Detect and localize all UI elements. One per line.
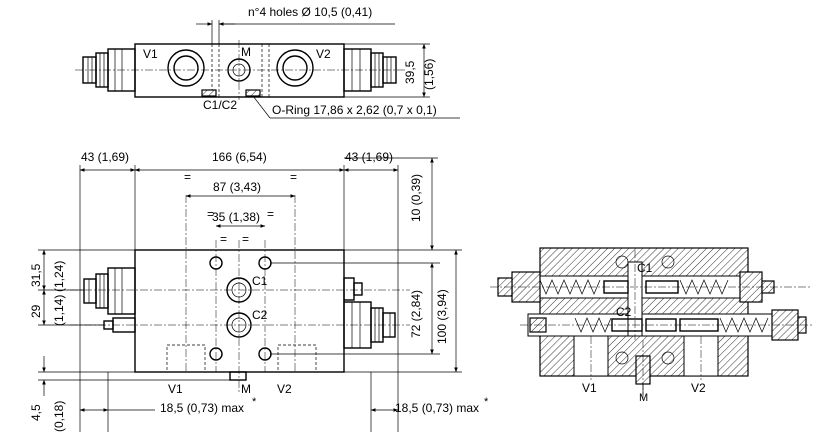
dim-foot-in: (0,18) [52, 401, 66, 432]
dim-max-right: 18,5 (0,73) max [395, 401, 479, 415]
eq-mark-1: = [184, 170, 191, 184]
front-right-cartridge [343, 277, 396, 349]
top-port-v1-outer [167, 49, 205, 87]
top-height-in: (1,56) [422, 59, 436, 90]
dim-ports: 35 (1,38) [212, 210, 260, 224]
eq-mark-3: = [207, 207, 214, 221]
top-view: n°4 holes Ø 10,5 (0,41) V1 V2 M C1/C2 O-… [75, 5, 460, 119]
top-port-v2-inner [282, 55, 308, 81]
section-view: C1 C2 V1 V2 M [490, 247, 812, 404]
eq-mark-6: = [242, 232, 249, 246]
asterisk-left: * [252, 396, 257, 408]
eq-mark-4: = [267, 207, 274, 221]
dim-hole-spacing: 72 (2,84) [409, 290, 423, 338]
section-label-v2: V2 [691, 381, 706, 395]
front-m-stub [229, 371, 247, 381]
dim-left: 43 (1,69) [81, 150, 129, 164]
section-label-c1: C1 [637, 261, 653, 275]
holes-note: n°4 holes Ø 10,5 (0,41) [248, 5, 372, 19]
top-port-v2-outer [276, 49, 314, 87]
dim-holes: 87 (3,43) [213, 180, 261, 194]
front-label-v1: V1 [168, 382, 183, 396]
oring-seat-c1 [201, 89, 217, 97]
asterisk-right: * [484, 396, 489, 408]
oring-note: O-Ring 17,86 x 2,62 (0,7 x 0,1) [272, 103, 437, 117]
front-label-c1: C1 [252, 274, 268, 288]
section-label-c2: C2 [616, 305, 632, 319]
dim-upper-in: (1,24) [52, 261, 66, 292]
dim-top-offset: 10 (0,39) [409, 174, 423, 222]
dim-max-left: 18,5 (0,73) max [160, 401, 244, 415]
dim-total: 166 (6,54) [212, 150, 267, 164]
dim-lower-mm: 29 [29, 304, 43, 318]
top-label-m: M [241, 45, 251, 59]
section-label-v1: V1 [582, 381, 597, 395]
front-view: 43 (1,69) 166 (6,54) 43 (1,69) = = 87 (3… [29, 150, 489, 432]
top-height-mm: 39,5 [403, 60, 417, 84]
top-label-v1: V1 [143, 47, 158, 61]
front-label-c2: C2 [252, 308, 268, 322]
dim-lower-in: (1,14) [52, 295, 66, 326]
dim-upper-mm: 31,5 [29, 263, 43, 287]
top-port-v1-inner [173, 55, 199, 81]
eq-mark-5: = [220, 232, 227, 246]
top-label-v2: V2 [316, 47, 331, 61]
top-label-c1c2: C1/C2 [203, 98, 237, 112]
dim-height: 100 (3,94) [435, 289, 449, 344]
front-left-cartridge [83, 267, 136, 333]
oring-seat-c2 [245, 89, 261, 97]
dim-right: 43 (1,69) [345, 150, 393, 164]
dim-foot-mm: 4,5 [29, 404, 43, 421]
section-label-m: M [639, 392, 648, 404]
eq-mark-2: = [290, 170, 297, 184]
front-label-v2: V2 [277, 382, 292, 396]
front-label-m: M [241, 382, 251, 396]
